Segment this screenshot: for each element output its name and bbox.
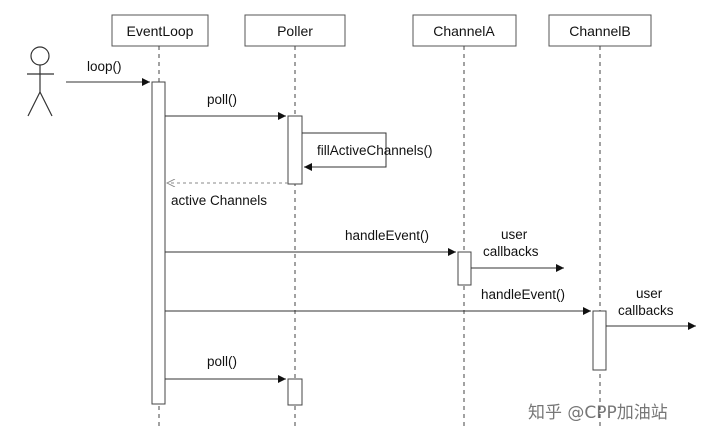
participant-channel-a: ChannelA [412, 14, 517, 47]
activation-poller-first [287, 115, 303, 185]
activation-channel-b [592, 310, 607, 371]
message-user-callbacks-b-label-line1: user [636, 286, 663, 301]
message-handle-event-a-label: handleEvent() [345, 228, 429, 243]
message-fill-active-channels-label: fillActiveChannels() [317, 143, 433, 158]
activation-channel-a [457, 251, 472, 286]
participant-poller: Poller [244, 14, 346, 47]
message-user-callbacks-a-label-line2: callbacks [483, 244, 539, 259]
participant-event-loop-label: EventLoop [127, 23, 194, 39]
participant-channel-a-label: ChannelA [433, 23, 495, 39]
activation-event-loop [151, 81, 166, 405]
participant-channel-b-label: ChannelB [569, 23, 631, 39]
message-user-callbacks-a-label-line1: user [501, 227, 528, 242]
participant-poller-label: Poller [277, 23, 313, 39]
participant-event-loop: EventLoop [111, 14, 209, 47]
message-fill-active-channels-arrow [302, 132, 387, 171]
message-active-channels-label: active Channels [171, 193, 267, 208]
message-loop-label: loop() [87, 59, 122, 74]
message-user-callbacks-b-label-line2: callbacks [618, 303, 674, 318]
participant-channel-b: ChannelB [548, 14, 652, 47]
message-poll-label: poll() [207, 92, 237, 107]
watermark-text: 知乎 @CPP加油站 [528, 403, 668, 423]
message-poll-second-label: poll() [207, 354, 237, 369]
activation-poller-second [287, 378, 303, 406]
message-handle-event-b-label: handleEvent() [481, 287, 565, 302]
actor-figure [27, 46, 54, 117]
